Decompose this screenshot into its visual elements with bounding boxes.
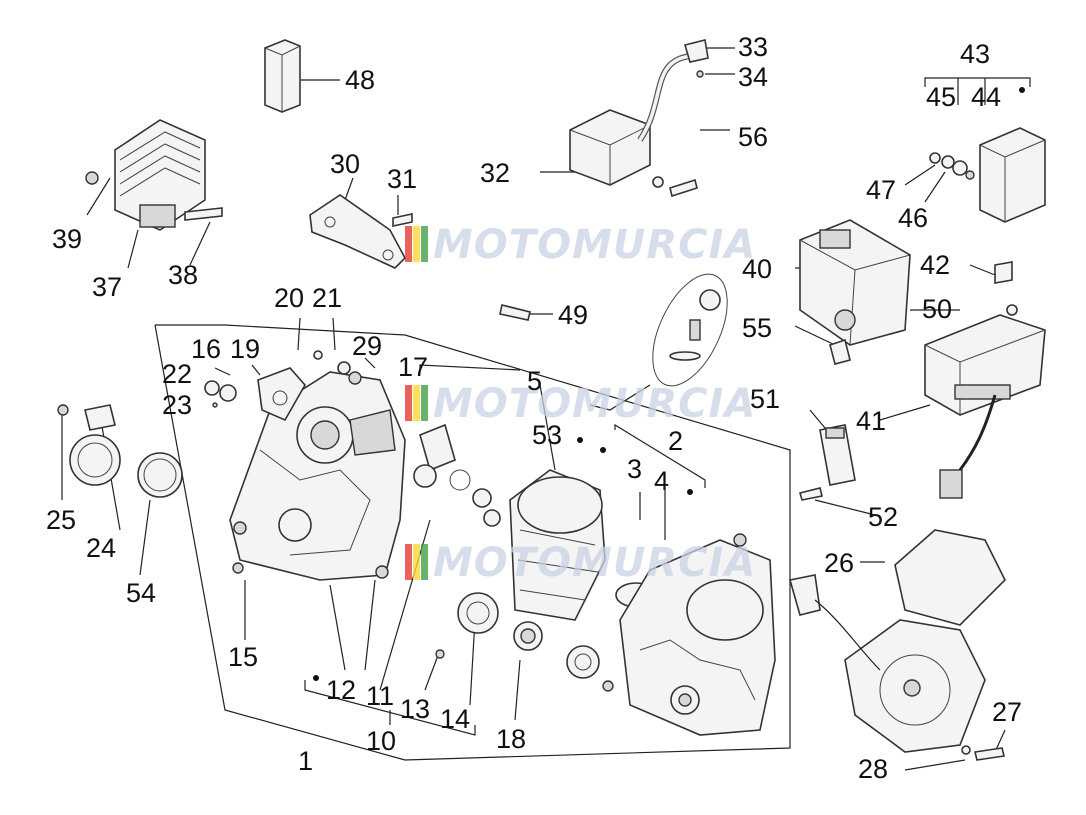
callout-19: 19 [230, 334, 260, 364]
callout-25: 25 [46, 505, 76, 535]
callout-37: 37 [92, 272, 122, 302]
callout-31: 31 [387, 164, 417, 194]
callout-3: 3 [627, 454, 642, 484]
callout-24: 24 [86, 533, 116, 563]
callout-34: 34 [738, 62, 768, 92]
part-41-ecu [924, 261, 1046, 499]
callout-22: 22 [162, 359, 192, 389]
callout-39: 39 [52, 224, 82, 254]
watermark-3: MOTOMURCIA [405, 540, 756, 586]
callout-27: 27 [992, 697, 1022, 727]
part-48-cover [264, 39, 301, 113]
callout-13: 13 [400, 694, 430, 724]
kit-dots [313, 87, 1025, 681]
callout-55: 55 [742, 313, 772, 343]
callout-54: 54 [126, 578, 156, 608]
callout-18: 18 [496, 724, 526, 754]
small-fasteners [204, 350, 351, 408]
callout-45: 45 [926, 82, 956, 112]
callout-20: 20 [274, 283, 304, 313]
callout-48: 48 [345, 65, 375, 95]
part-crankcase-left [229, 367, 456, 581]
part-gear-assembly [413, 464, 657, 679]
callout-52: 52 [868, 502, 898, 532]
callout-50: 50 [922, 294, 952, 324]
callout-11: 11 [366, 681, 394, 711]
part-30-bracket [309, 194, 413, 269]
part-51-sensor [799, 424, 856, 501]
callout-28: 28 [858, 754, 888, 784]
callout-30: 30 [330, 149, 360, 179]
callout-53: 53 [532, 420, 562, 450]
callout-23: 23 [162, 390, 192, 420]
callout-10: 10 [366, 726, 396, 756]
part-26-starter-motor [788, 529, 1006, 761]
watermark-text: MOTOMURCIA [433, 222, 756, 268]
watermark-2: MOTOMURCIA [405, 381, 756, 427]
callout-42: 42 [920, 250, 950, 280]
callout-43: 43 [960, 39, 990, 69]
callout-29: 29 [352, 331, 382, 361]
callout-21: 21 [312, 283, 342, 313]
callout-33: 33 [738, 32, 768, 62]
callout-38: 38 [168, 260, 198, 290]
part-32-coil [569, 39, 709, 198]
part-24-seal [57, 404, 183, 498]
callout-15: 15 [228, 642, 258, 672]
part-40-cdi [799, 219, 911, 365]
callout-26: 26 [824, 548, 854, 578]
part-5-oval [652, 273, 728, 387]
callout-49: 49 [558, 300, 588, 330]
callout-12: 12 [326, 675, 356, 705]
callout-56: 56 [738, 122, 768, 152]
watermark-text: MOTOMURCIA [433, 540, 756, 586]
part-crankcase-right [602, 533, 776, 736]
part-49-plug [499, 304, 531, 321]
callout-47: 47 [866, 175, 896, 205]
leader-lines [61, 47, 1031, 771]
callout-40: 40 [742, 254, 772, 284]
part-37-regulator [85, 119, 223, 231]
callout-17: 17 [398, 352, 428, 382]
callout-labels: 48 33 34 43 45 44 56 30 32 31 47 46 39 4… [46, 32, 1022, 784]
callout-4: 4 [654, 466, 669, 496]
callout-5: 5 [527, 366, 542, 396]
callout-46: 46 [898, 203, 928, 233]
callout-1: 1 [298, 746, 313, 776]
callout-44: 44 [971, 82, 1001, 112]
watermark-text: MOTOMURCIA [433, 381, 756, 427]
watermark-1: MOTOMURCIA [405, 222, 756, 268]
callout-16: 16 [191, 334, 221, 364]
callout-32: 32 [480, 158, 510, 188]
callout-51: 51 [750, 384, 780, 414]
callout-2: 2 [668, 426, 683, 456]
callout-14: 14 [440, 704, 470, 734]
callout-41: 41 [856, 406, 886, 436]
part-43-box [929, 127, 1046, 223]
